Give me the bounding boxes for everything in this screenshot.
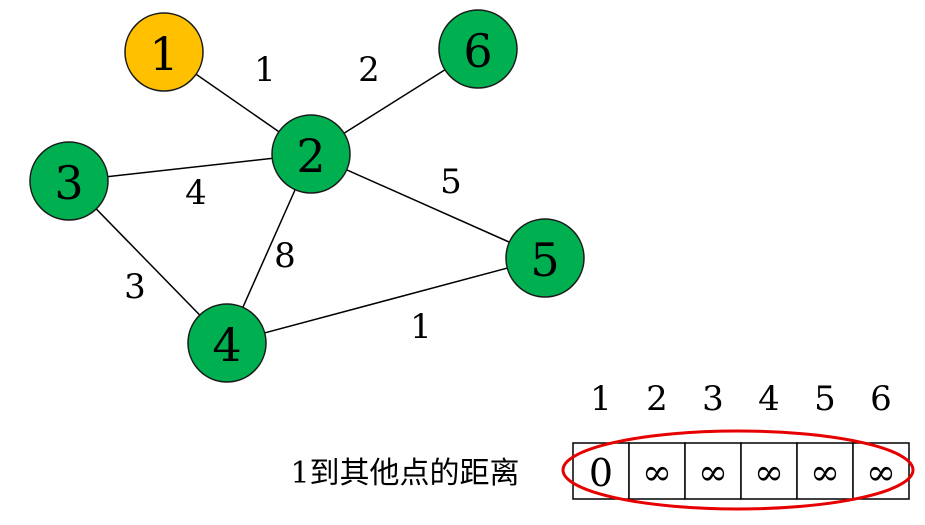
table-cell-value-6: ∞ [866, 453, 896, 494]
table-cell-value-4: ∞ [754, 453, 784, 494]
table-header-5: 5 [814, 379, 836, 419]
table-cell-box-3 [684, 442, 742, 500]
table-cell-3: ∞ [684, 442, 742, 500]
node-label-1: 1 [149, 27, 178, 81]
edge-weight-2-5: 5 [440, 162, 462, 202]
edge-weight-1-2: 1 [254, 50, 276, 90]
table-cell-value-2: ∞ [642, 453, 672, 494]
table-header-1: 1 [590, 379, 612, 419]
table-cell-value-1: 0 [589, 451, 613, 495]
table-header-6: 6 [870, 379, 892, 419]
distance-table-cells: 0 ∞ ∞ ∞ ∞ ∞ [572, 442, 910, 500]
edge-weight-2-4: 8 [274, 236, 296, 276]
table-header-3: 3 [702, 379, 724, 419]
table-cell-2: ∞ [628, 442, 686, 500]
node-label-3: 3 [54, 156, 83, 210]
node-4: 4 [187, 303, 267, 383]
node-3: 3 [29, 141, 109, 221]
node-label-2: 2 [296, 129, 325, 183]
node-6: 6 [438, 9, 518, 89]
node-circle-6 [438, 9, 518, 89]
edge-4-5 [226, 257, 546, 344]
node-1: 1 [124, 12, 204, 92]
table-header-2: 2 [646, 379, 668, 419]
node-label-6: 6 [463, 24, 492, 78]
node-circle-2 [271, 114, 351, 194]
highlight-ellipse [561, 429, 915, 511]
edge-weight-3-2: 4 [185, 173, 207, 213]
distance-table-label: 1到其他点的距离 [290, 456, 519, 491]
node-circle-5 [505, 218, 585, 298]
node-circle-1 [124, 12, 204, 92]
node-label-5: 5 [530, 233, 559, 287]
table-cell-value-3: ∞ [698, 453, 728, 494]
table-cell-6: ∞ [852, 442, 910, 500]
table-cell-box-6 [852, 442, 910, 500]
node-2: 2 [271, 114, 351, 194]
edge-3-2 [68, 153, 312, 182]
table-cell-5: ∞ [796, 442, 854, 500]
node-5: 5 [505, 218, 585, 298]
edge-2-5 [310, 153, 546, 259]
edge-weight-3-4: 3 [124, 267, 146, 307]
table-cell-4: ∞ [740, 442, 798, 500]
node-label-4: 4 [212, 318, 241, 372]
edge-weight-4-5: 1 [410, 307, 432, 347]
node-circle-3 [29, 141, 109, 221]
table-cell-box-5 [796, 442, 854, 500]
table-header-4: 4 [758, 379, 780, 419]
edge-weight-2-6: 2 [358, 50, 380, 90]
table-cell-value-5: ∞ [810, 453, 840, 494]
node-circle-4 [187, 303, 267, 383]
